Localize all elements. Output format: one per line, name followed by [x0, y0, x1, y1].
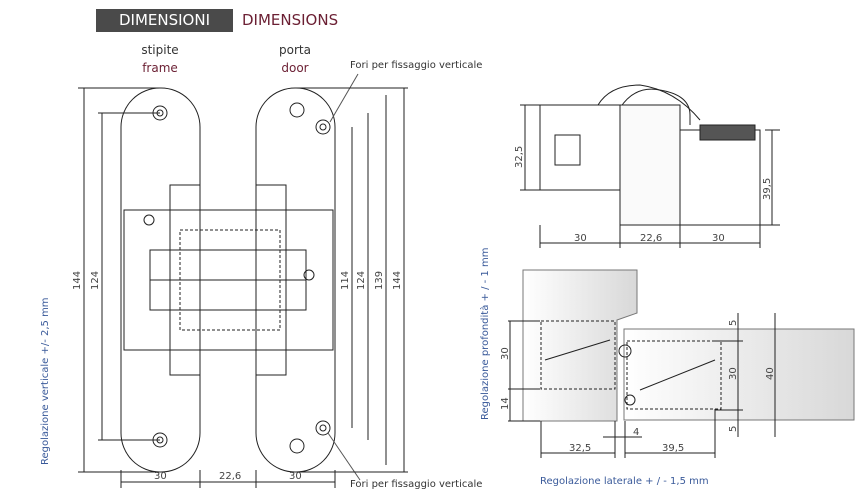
hole-note-top: Fori per fissaggio verticale — [350, 60, 483, 71]
dim-32-5-section: 32,5 — [569, 443, 591, 454]
dim-side-22-6: 22,6 — [640, 233, 662, 244]
dim-bottom-22-6: 22,6 — [219, 471, 241, 482]
dim-left-144: 144 — [72, 271, 83, 290]
dim-114: 114 — [340, 271, 351, 290]
frame-label-en: frame — [142, 61, 178, 75]
dim-left-124: 124 — [90, 271, 101, 290]
front-view — [78, 73, 408, 488]
dim-14: 14 — [500, 397, 511, 410]
dim-124: 124 — [356, 271, 367, 290]
section-view — [508, 269, 855, 458]
title-english: DIMENSIONS — [242, 11, 339, 29]
frame-label-it: stipite — [141, 43, 179, 57]
screw-hole — [289, 438, 305, 454]
dim-144: 144 — [392, 271, 403, 290]
dim-gap-4: 4 — [633, 427, 639, 438]
hole-note-bottom: Fori per fissaggio verticale — [350, 479, 483, 490]
dim-32-5: 32,5 — [514, 146, 525, 168]
dim-39-5: 39,5 — [762, 178, 773, 200]
dim-bottom-30b: 30 — [289, 471, 302, 482]
dim-139: 139 — [374, 271, 385, 290]
dim-bottom-5: 5 — [728, 426, 739, 432]
door-label-it: porta — [279, 43, 311, 57]
dim-depth-30: 30 — [500, 347, 511, 360]
door-label-en: door — [281, 61, 309, 75]
lateral-adjust-note: Regolazione laterale + / - 1,5 mm — [540, 476, 709, 487]
dim-door-30: 30 — [728, 367, 739, 380]
dim-39-5-section: 39,5 — [662, 443, 684, 454]
dim-side-30b: 30 — [712, 233, 725, 244]
title-italian: DIMENSIONI — [96, 9, 233, 32]
side-view — [520, 84, 780, 248]
hinge-body — [123, 209, 334, 351]
dim-bottom-30: 30 — [154, 471, 167, 482]
dim-door-40: 40 — [765, 367, 776, 380]
dim-side-30: 30 — [574, 233, 587, 244]
dim-top-5: 5 — [728, 320, 739, 326]
screw-hole — [289, 102, 305, 118]
